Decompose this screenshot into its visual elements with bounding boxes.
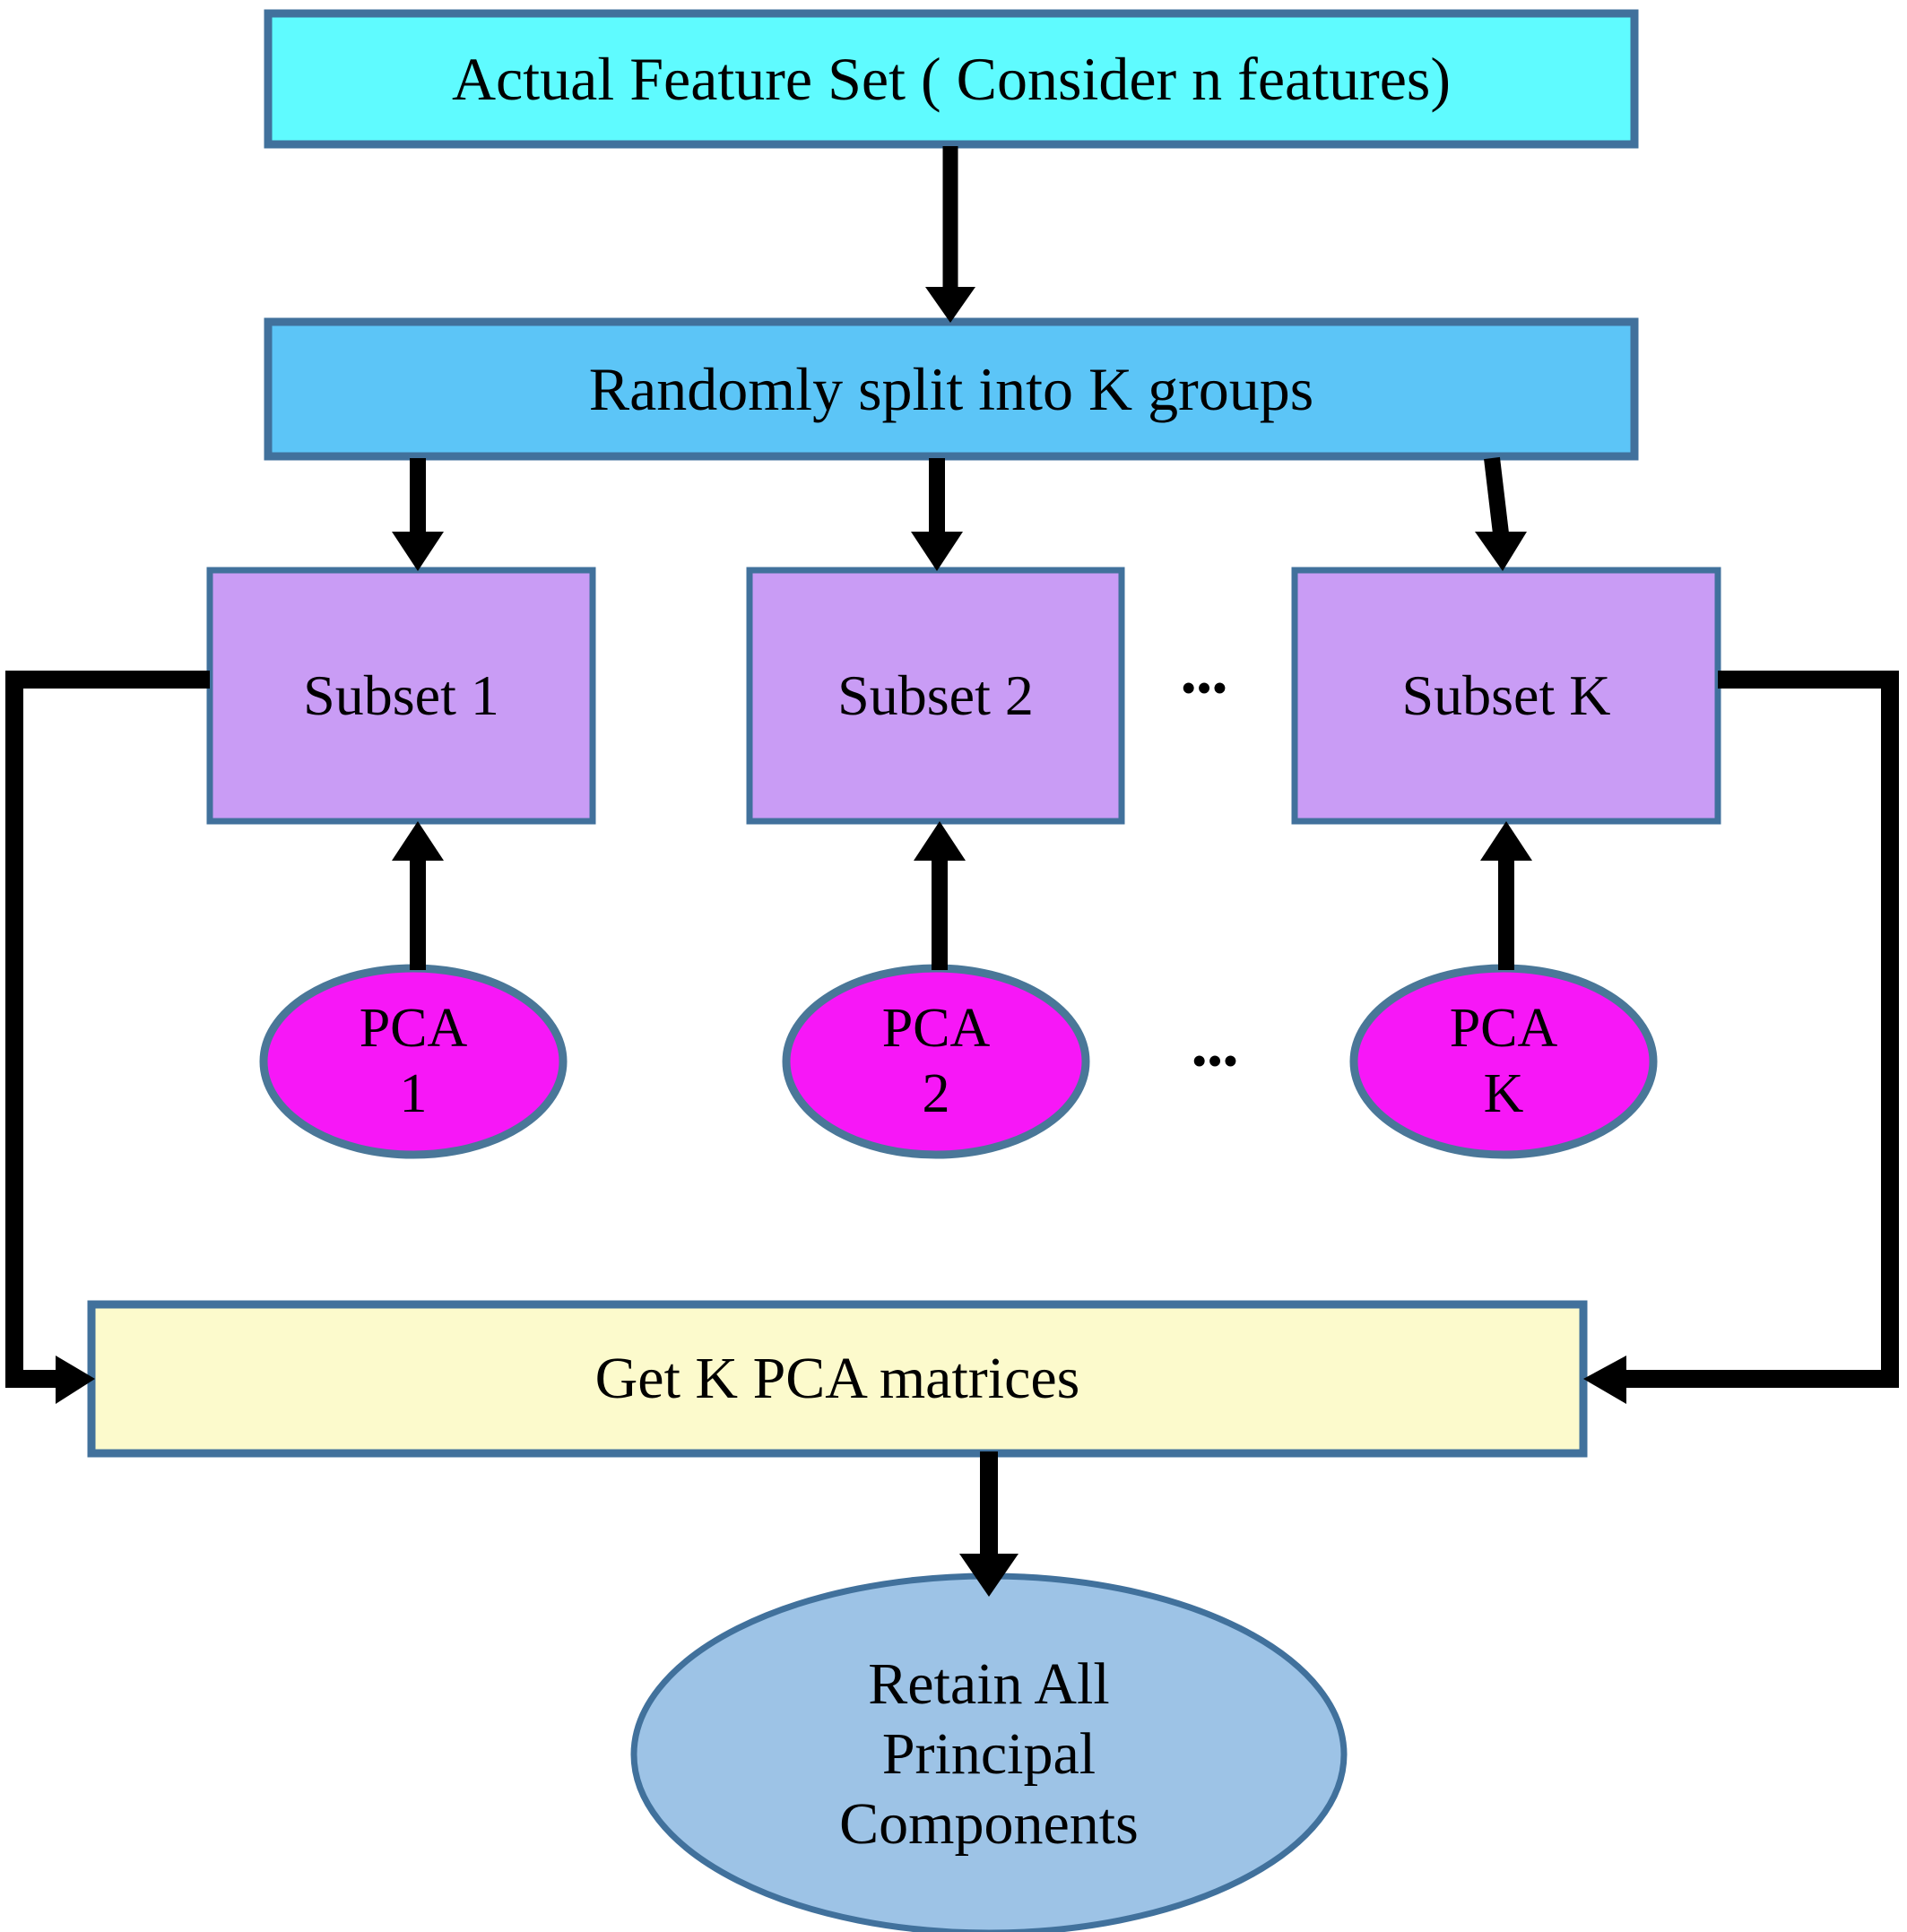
edge-actual-to-split (925, 146, 975, 323)
node-get-k-pca-matrices-shape[interactable] (87, 1300, 1588, 1458)
node-subset-k-shape[interactable] (1291, 567, 1721, 825)
edge-pca-1-to-subset-1 (392, 821, 444, 970)
edge-split-to-subset-2 (911, 458, 963, 571)
node-pca-2-shape[interactable] (782, 964, 1090, 1159)
edge-subset-k-to-matrices (1583, 671, 1899, 1404)
edge-split-to-subset-1 (392, 458, 444, 571)
node-subset-1-shape[interactable] (206, 567, 596, 825)
node-actual-feature-set-shape[interactable] (264, 9, 1639, 149)
node-retain-all-principal-components-shape[interactable] (630, 1572, 1348, 1932)
edge-split-to-subset-k (1475, 456, 1527, 571)
node-pca-1-shape[interactable] (259, 964, 568, 1159)
pca-row-ellipsis: ••• (1192, 1039, 1240, 1083)
edge-subset-1-to-matrices (5, 671, 210, 1404)
subset-row-ellipsis: ••• (1182, 666, 1229, 710)
node-pca-k-shape[interactable] (1349, 964, 1658, 1159)
edge-pca-k-to-subset-k (1480, 821, 1532, 970)
node-randomly-split-shape[interactable] (264, 317, 1639, 461)
edge-pca-2-to-subset-2 (914, 821, 966, 970)
edge-matrices-to-retain (959, 1451, 1019, 1597)
node-subset-2-shape[interactable] (746, 567, 1125, 825)
